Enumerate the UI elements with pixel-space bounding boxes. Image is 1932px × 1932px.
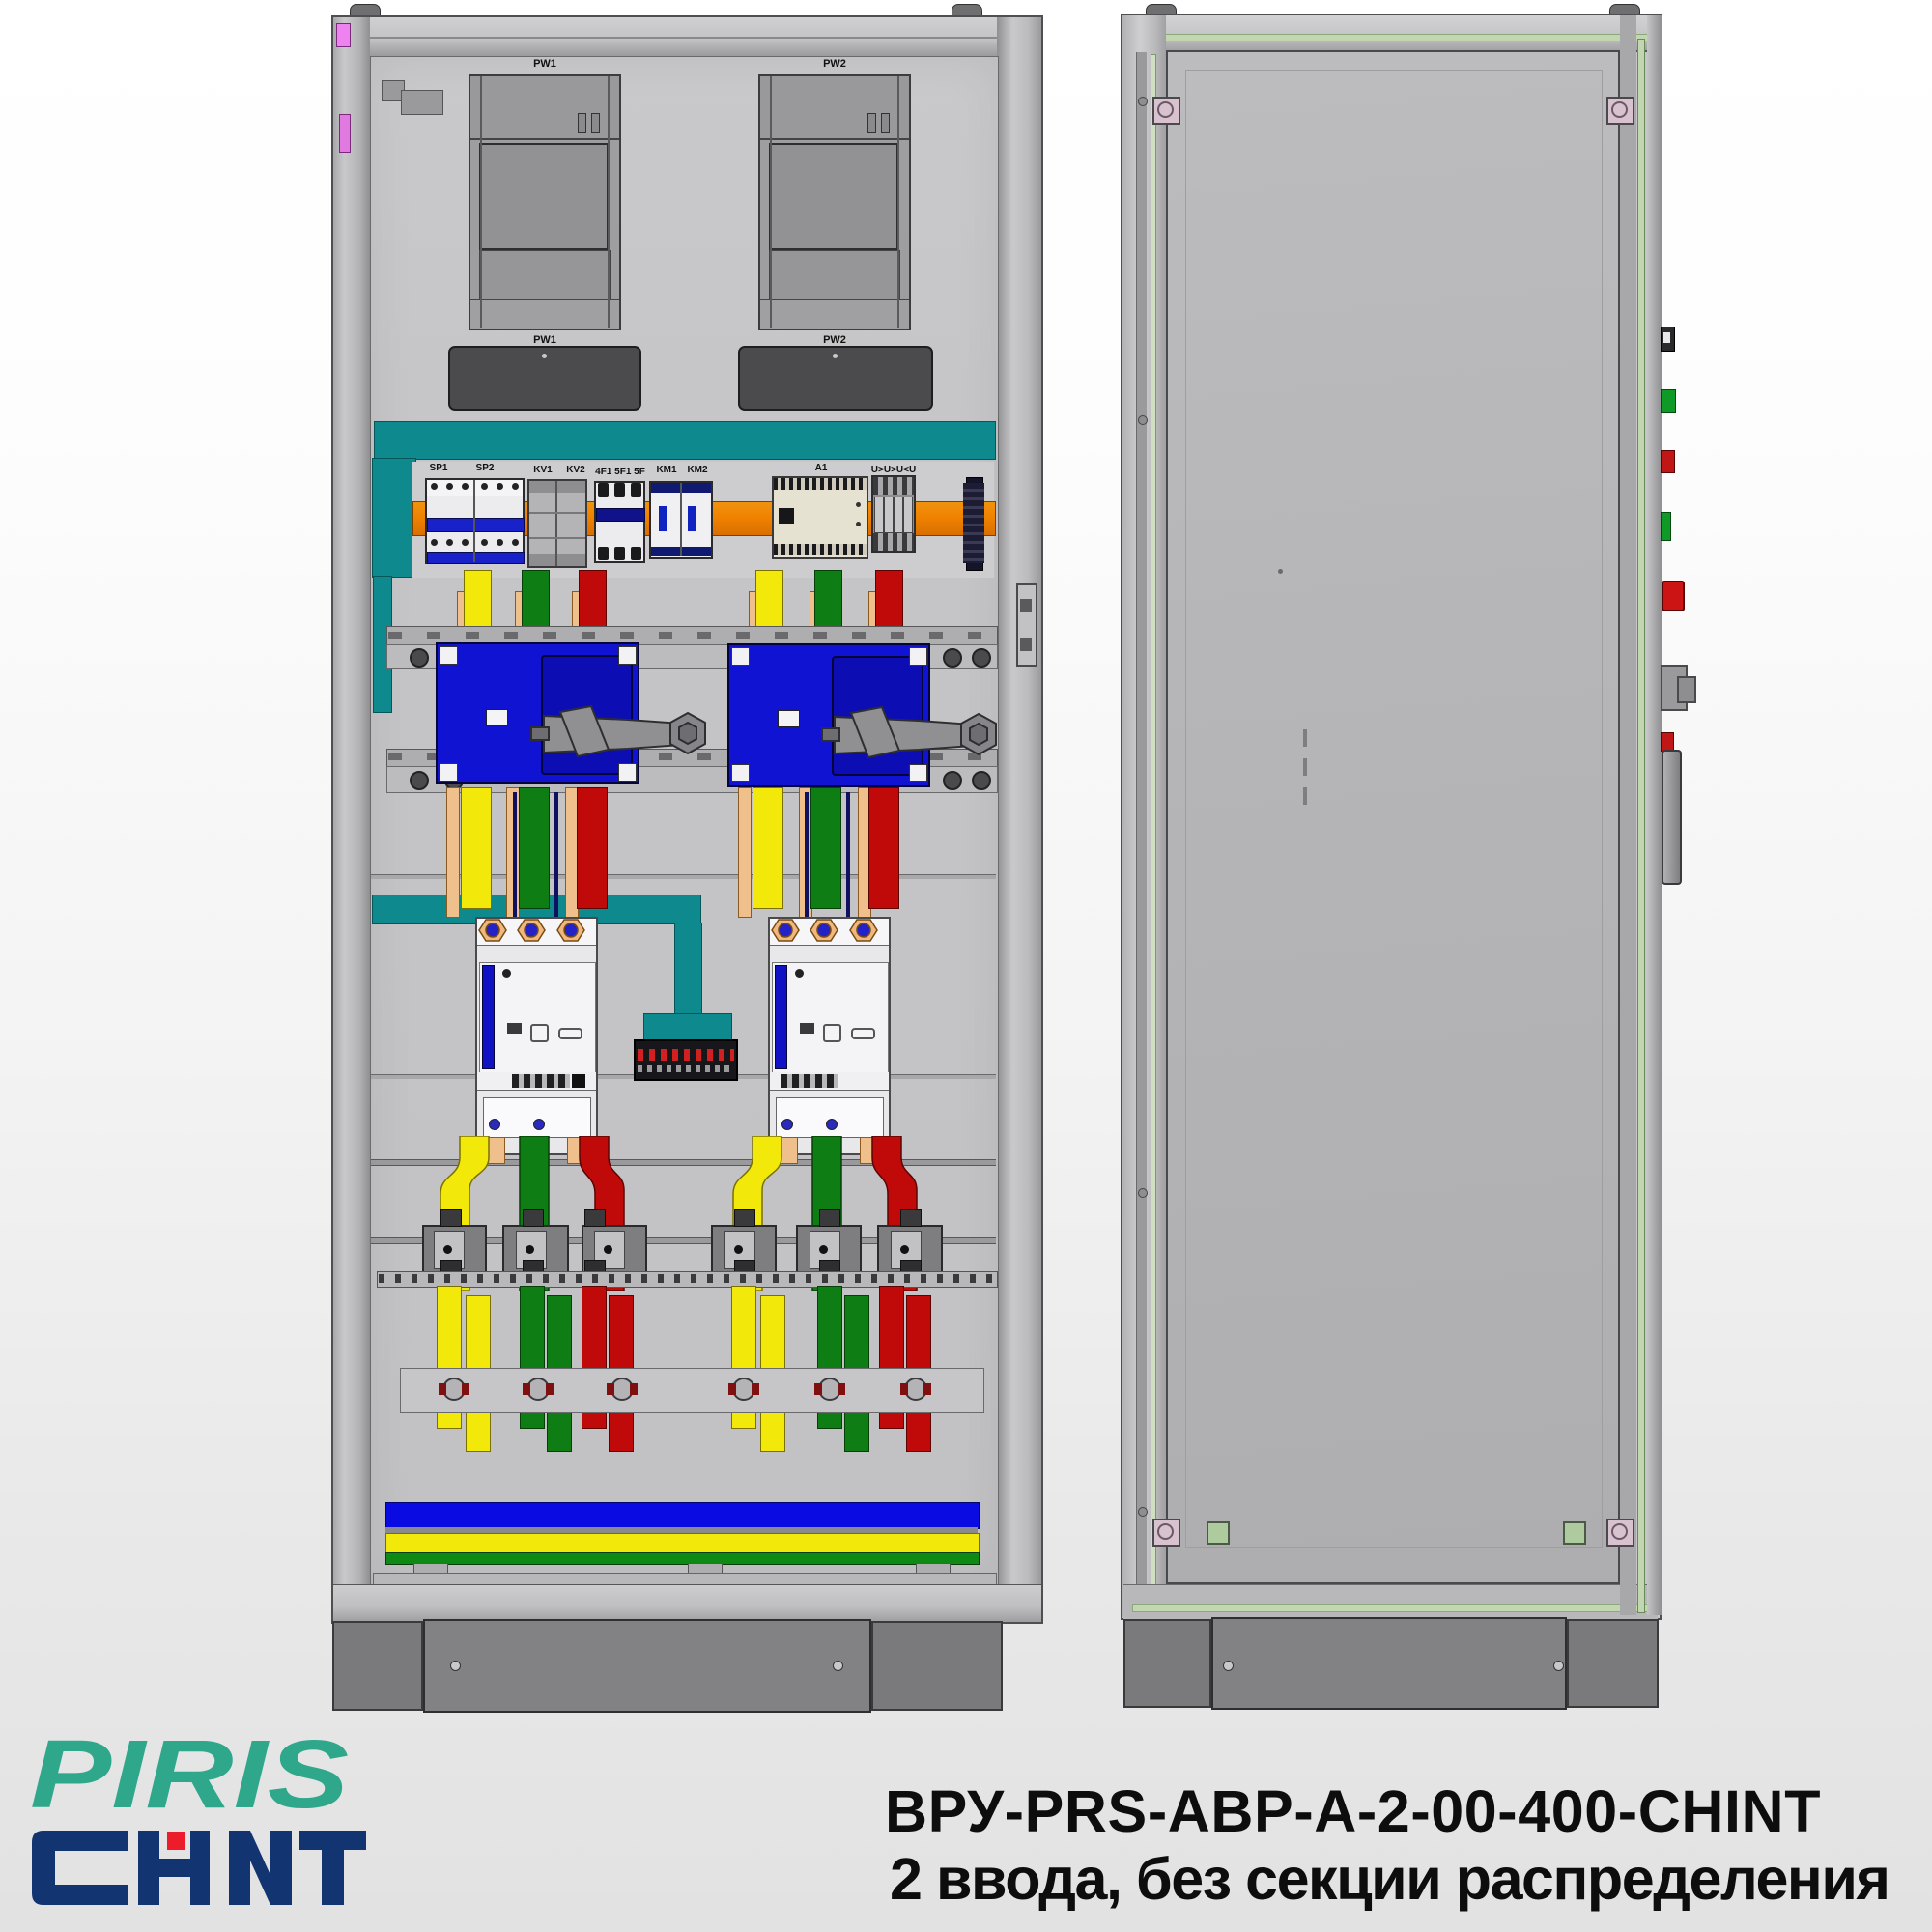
svg-text:PIRIS: PIRIS <box>30 1720 349 1829</box>
